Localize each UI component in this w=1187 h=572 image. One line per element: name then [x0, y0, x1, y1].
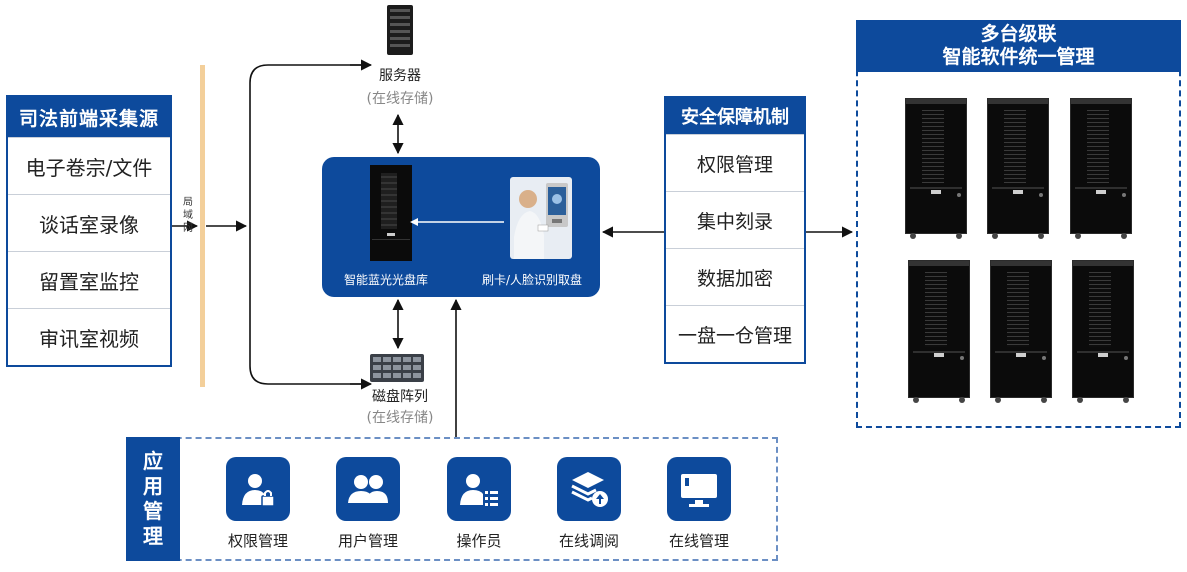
app-label: 权限管理 [227, 532, 288, 550]
monitor-icon [667, 457, 731, 521]
server-sublabel: (在线存储) [366, 91, 434, 107]
source-item: 谈话室录像 [8, 194, 170, 251]
vertical-char: 局 [183, 197, 193, 208]
bluray-library-icon [370, 165, 412, 261]
security-panel: 安全保障机制 权限管理 集中刻录 数据加密 一盘一仓管理 [664, 96, 806, 364]
library-cabinet [987, 98, 1049, 239]
lan-label: 局域网 [181, 196, 195, 235]
app-label: 操作员 [456, 532, 502, 550]
source-item: 电子卷宗/文件 [8, 137, 170, 194]
users-icon [336, 457, 400, 521]
app-management-title: 应用管理 [126, 437, 180, 561]
cascade-title: 多台级联 智能软件统一管理 [856, 20, 1181, 72]
app-label: 在线调阅 [558, 532, 619, 550]
center-box: 智能蓝光光盘库 刷卡/人脸识别取盘 [322, 157, 600, 297]
cascade-title-line2: 智能软件统一管理 [942, 46, 1095, 68]
app-label: 在线管理 [668, 532, 729, 550]
sources-title: 司法前端采集源 [8, 97, 170, 137]
lan-bar [200, 65, 205, 387]
disk-array-label: 磁盘阵列 [372, 389, 428, 405]
auth-label: 刷卡/人脸识别取盘 [482, 273, 583, 287]
app-management-title-text: 应用管理 [143, 449, 163, 549]
vertical-char: 用 [143, 474, 163, 498]
disk-array-sublabel: (在线存储) [366, 410, 434, 426]
library-cabinet [990, 260, 1052, 403]
app-label: 用户管理 [337, 532, 398, 550]
cascade-title-line1: 多台级联 [980, 23, 1057, 45]
disk-array-icon [370, 354, 424, 382]
app-management-panel [126, 437, 778, 561]
library-label: 智能蓝光光盘库 [344, 273, 429, 287]
vertical-char: 域 [183, 210, 193, 221]
app-item-users: 用户管理 [313, 457, 423, 551]
server-icon [386, 4, 414, 56]
auth-to-library-arrow [410, 218, 504, 226]
library-cabinet [1070, 98, 1132, 239]
source-item: 留置室监控 [8, 251, 170, 308]
face-recognition-icon [510, 177, 572, 259]
app-item-permission: 权限管理 [203, 457, 313, 551]
source-item: 审讯室视频 [8, 308, 170, 365]
user-lock-icon [226, 457, 290, 521]
vertical-char: 理 [143, 524, 163, 548]
security-item: 数据加密 [666, 248, 804, 305]
layers-upload-icon [557, 457, 621, 521]
security-item: 一盘一仓管理 [666, 305, 804, 362]
vertical-char: 网 [183, 223, 193, 234]
security-title: 安全保障机制 [666, 98, 804, 134]
app-item-operator: 操作员 [424, 457, 534, 551]
backbone-line [249, 64, 370, 385]
server-label: 服务器 [379, 68, 421, 84]
library-cabinet [908, 260, 970, 403]
app-item-online-management: 在线管理 [644, 457, 754, 551]
operator-icon [447, 457, 511, 521]
vertical-char: 管 [143, 499, 163, 523]
security-item: 权限管理 [666, 134, 804, 191]
vertical-char: 应 [143, 449, 163, 473]
library-cabinet [1072, 260, 1134, 403]
sources-panel: 司法前端采集源 电子卷宗/文件 谈话室录像 留置室监控 审讯室视频 [6, 95, 172, 367]
security-item: 集中刻录 [666, 191, 804, 248]
app-item-online-review: 在线调阅 [534, 457, 644, 551]
library-cabinet [905, 98, 967, 239]
